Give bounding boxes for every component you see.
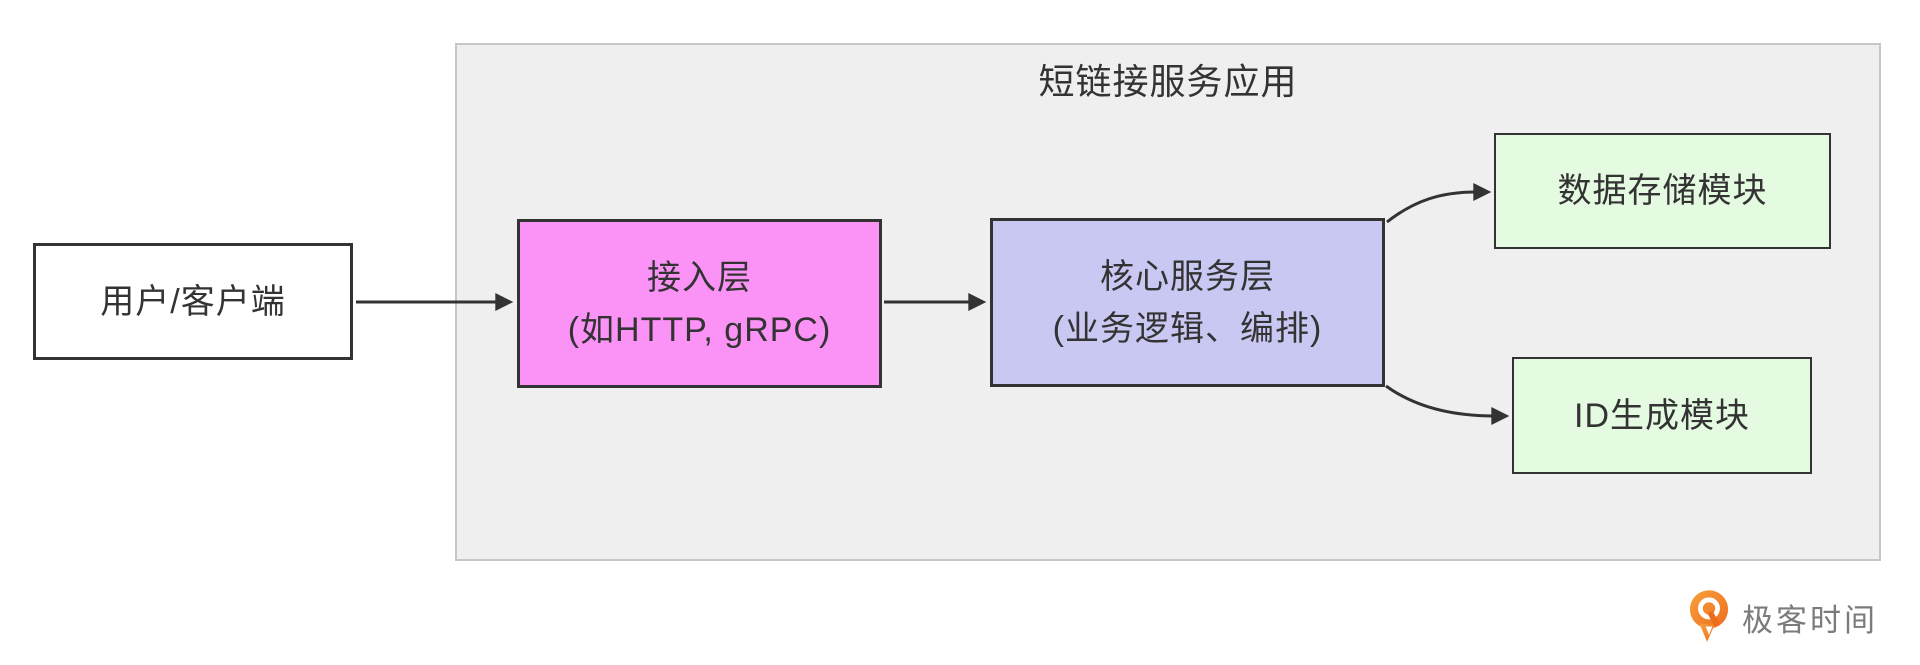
node-core-label-line1: 核心服务层 — [1100, 257, 1275, 296]
geektime-logo-icon — [1688, 589, 1730, 645]
node-id-generator-module: ID生成模块 — [1512, 357, 1812, 474]
node-client: 用户/客户端 — [33, 243, 353, 360]
node-access-layer: 接入层 (如HTTP, gRPC) — [517, 219, 882, 388]
node-data-storage-module: 数据存储模块 — [1494, 133, 1831, 249]
brand-logo-text: 极客时间 — [1742, 602, 1878, 638]
brand-logo: 极客时间 — [1688, 589, 1878, 645]
node-client-label: 用户/客户端 — [100, 282, 286, 321]
node-access-label-line1: 接入层 — [647, 258, 752, 297]
node-access-label-line2: (如HTTP, gRPC) — [567, 310, 832, 349]
container-title: 短链接服务应用 — [1038, 61, 1298, 102]
node-idgen-label: ID生成模块 — [1574, 396, 1750, 435]
node-storage-label: 数据存储模块 — [1557, 172, 1768, 210]
node-core-service-layer: 核心服务层 (业务逻辑、编排) — [990, 218, 1385, 387]
node-core-label-line2: (业务逻辑、编排) — [1052, 309, 1323, 348]
